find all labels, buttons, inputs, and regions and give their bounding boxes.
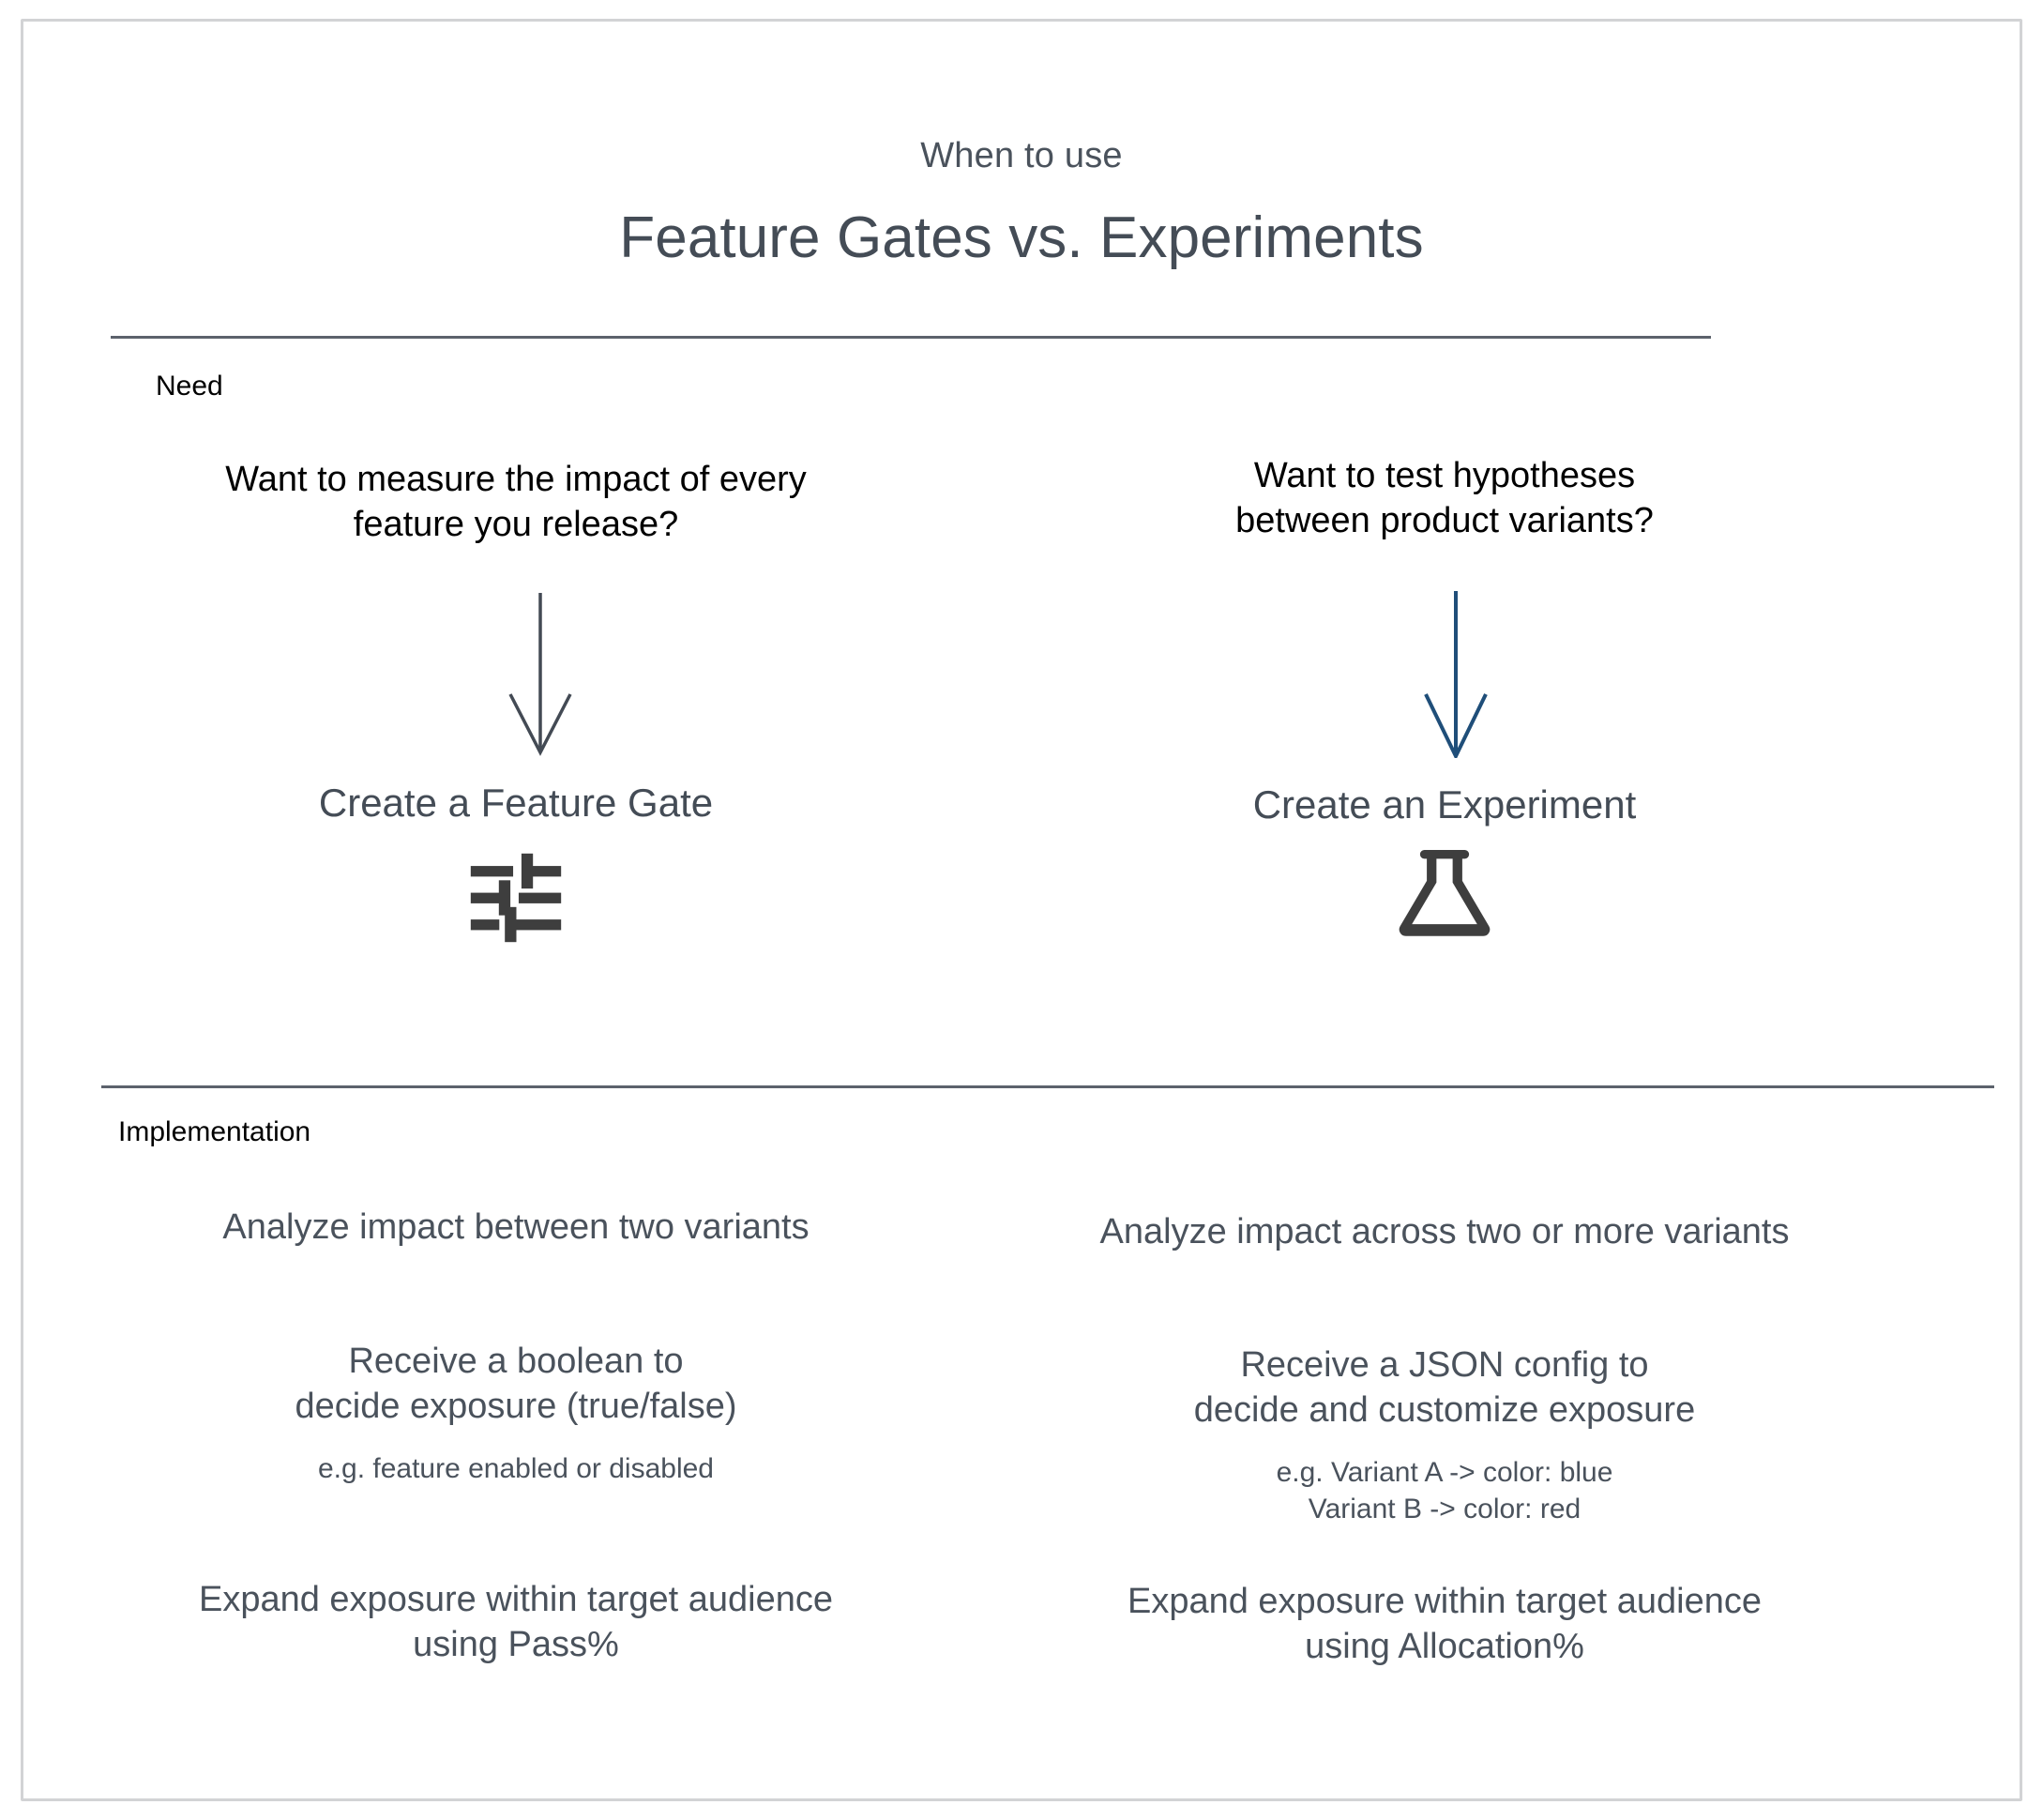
question-right-line-2: between product variants? (1235, 500, 1654, 540)
slide-kicker: When to use (920, 136, 1123, 175)
flask-icon (1032, 841, 1857, 951)
impl-right-3-line-2: using Allocation% (1305, 1626, 1584, 1666)
arrow-down-icon-right (1400, 589, 1512, 761)
create-label-right: Create an Experiment (1252, 782, 1637, 827)
impl-right-item-1: Analyze impact across two or more varian… (1032, 1210, 1857, 1255)
impl-right-2-line-1: Receive a JSON config to (1240, 1345, 1649, 1385)
impl-left-2-example: e.g. feature enabled or disabled (113, 1450, 919, 1487)
divider-need (111, 336, 1711, 339)
impl-right-2-example: e.g. Variant A -> color: blue Variant B … (1032, 1454, 1857, 1527)
divider-implementation (101, 1085, 1994, 1088)
impl-left-3-line-2: using Pass% (413, 1624, 619, 1664)
impl-right-2-example-line-1: e.g. Variant A -> color: blue (1276, 1456, 1613, 1488)
impl-left-1-line-1: Analyze impact between two variants (222, 1207, 810, 1247)
impl-left-2-line-2: decide exposure (true/false) (295, 1386, 737, 1426)
impl-right-2-line-2: decide and customize exposure (1193, 1389, 1696, 1430)
section-label-implementation: Implementation (118, 1116, 311, 1147)
impl-right-1-line-1: Analyze impact across two or more varian… (1099, 1212, 1790, 1251)
create-label-left: Create a Feature Gate (318, 781, 714, 825)
slide-title: Feature Gates vs. Experiments (619, 205, 1424, 270)
section-label-need: Need (156, 371, 223, 402)
impl-right-2-example-line-2: Variant B -> color: red (1308, 1493, 1581, 1524)
impl-left-3-line-1: Expand exposure within target audience (198, 1580, 833, 1619)
need-question-left: Want to measure the impact of every feat… (113, 458, 919, 548)
impl-left-item-3: Expand exposure within target audience u… (113, 1578, 919, 1668)
impl-left-2-example-line-1: e.g. feature enabled or disabled (318, 1452, 714, 1484)
question-left-line-1: Want to measure the impact of every (225, 460, 807, 499)
impl-left-item-2: Receive a boolean to decide exposure (tr… (113, 1340, 919, 1487)
impl-left-2-line-1: Receive a boolean to (348, 1342, 684, 1381)
impl-left-item-1: Analyze impact between two variants (113, 1206, 919, 1251)
sliders-tune-icon (113, 842, 919, 953)
impl-right-item-2: Receive a JSON config to decide and cust… (1032, 1343, 1857, 1527)
question-right-line-1: Want to test hypotheses (1253, 456, 1636, 495)
impl-right-item-3: Expand exposure within target audience u… (1032, 1580, 1857, 1670)
arrow-down-icon-left (484, 589, 597, 758)
question-left-line-2: feature you release? (353, 504, 679, 544)
impl-right-3-line-1: Expand exposure within target audience (1127, 1582, 1762, 1621)
need-question-right: Want to test hypotheses between product … (1032, 454, 1857, 544)
